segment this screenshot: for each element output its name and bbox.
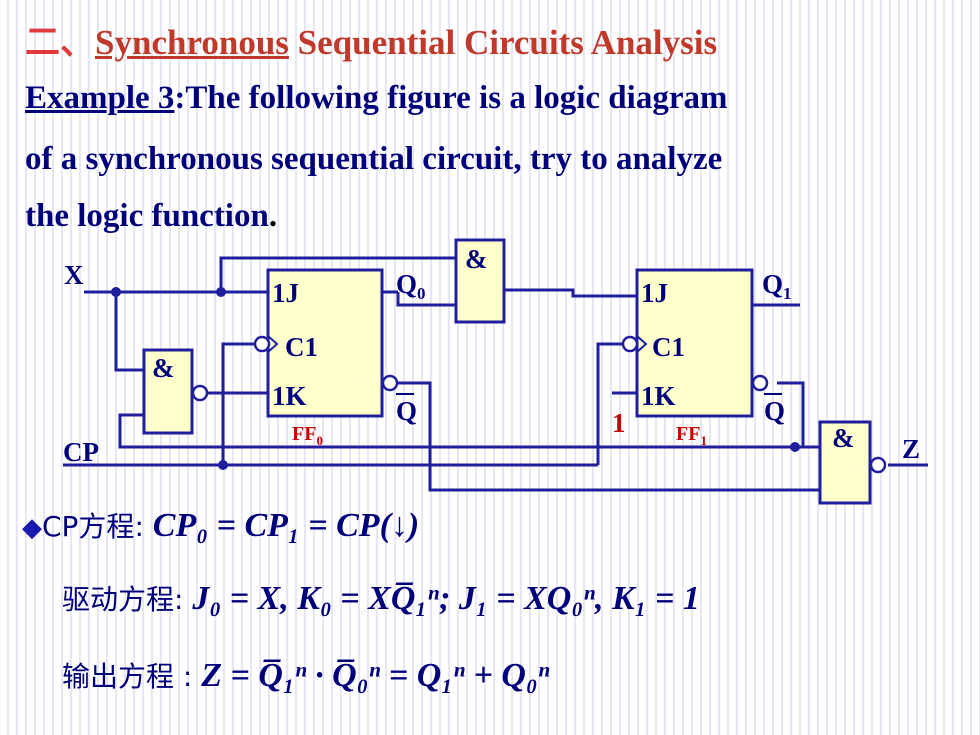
diamond-bullet-icon: ◆ [22, 513, 42, 543]
bubble-clk1 [621, 335, 639, 353]
ff1-c-label: C1 [652, 332, 685, 362]
ff1-k-label: 1K [641, 381, 676, 411]
input-cp-label: CP [63, 437, 99, 467]
k1-const-label: 1 [612, 408, 626, 438]
wire-x-to-nand1 [114, 292, 144, 372]
wire-q0-to-and2 [396, 292, 456, 307]
and2-label: & [465, 244, 488, 274]
ff0-qbar-label: Q [396, 396, 417, 426]
clock-triangle-ff1 [636, 335, 648, 353]
junction-dot [218, 460, 228, 470]
bubble-clk0 [253, 335, 271, 353]
output-z-label: Z [902, 434, 920, 464]
intro-line-3: the logic function. [25, 198, 277, 235]
intro-line-1-text: :The following figure is a logic diagram [174, 80, 728, 116]
wire-cp-to-c0 [221, 342, 258, 465]
ff0-name-label: FF0 [292, 423, 323, 448]
cp-equation-line: ◆CP方程: CP₀ = CP₁ = CP(↓) [22, 507, 420, 544]
bubble-nand1 [191, 384, 209, 402]
wire-x-to-and2 [219, 256, 456, 292]
wire-q1bar-to-nand1 [118, 381, 805, 449]
and-gate-2 [454, 238, 506, 324]
nand1-label: & [152, 353, 175, 383]
cp-equation: CP₀ = CP₁ = CP(↓) [152, 507, 420, 544]
junction-dot [216, 287, 226, 297]
input-x-label: X [64, 260, 84, 290]
drive-equation: J₀ = X, K₀ = XQ̅₁ⁿ; J₁ = XQ₀ⁿ, K₁ = 1 [192, 580, 700, 617]
inversion-bubbles [191, 335, 887, 474]
intro-line-1: Example 3:The following figure is a logi… [25, 80, 727, 117]
cp-equation-label: CP方程 [42, 510, 135, 543]
intro-line-2: of a synchronous sequential circuit, try… [25, 141, 723, 177]
ff1-j-label: 1J [641, 278, 668, 308]
intro-line-3-period: . [268, 198, 278, 234]
output-equation-label: 输出方程 [62, 660, 175, 693]
ff0-j-label: 1J [272, 278, 299, 308]
flipflop-ff0 [266, 268, 384, 418]
drive-equation-label: 驱动方程 [62, 583, 175, 616]
ff1-qbar-label: Q [764, 396, 785, 426]
ff0-c-label: C1 [285, 332, 318, 362]
title-rest: Sequential Circuits Analysis [288, 23, 718, 62]
junction-dots [111, 287, 800, 470]
ff1-name-label: FF1 [676, 423, 707, 448]
title-prefix: 二、 [25, 23, 96, 62]
ff0-k-label: 1K [272, 381, 307, 411]
junction-dot [111, 287, 121, 297]
bubble-and3 [869, 456, 887, 474]
output-equation: Z = Q̅₁ⁿ · Q̅₀ⁿ = Q₁ⁿ + Q₀ⁿ [201, 657, 550, 694]
intro-line-3-text: the logic function [25, 198, 269, 234]
and3-label: & [832, 423, 855, 453]
title-underlined-word: Synchronous [95, 23, 289, 62]
wire-and2-to-j1 [504, 288, 637, 298]
drive-equation-line: 驱动方程: J₀ = X, K₀ = XQ̅₁ⁿ; J₁ = XQ₀ⁿ, K₁ … [62, 580, 700, 617]
bubble-q1bar [751, 374, 769, 392]
ff0-q-label: Q0 [396, 269, 426, 303]
bubble-q0bar [381, 374, 399, 392]
example-label: Example 3 [25, 80, 175, 116]
nand-gate-3 [818, 420, 872, 505]
flipflop-ff1 [635, 268, 754, 418]
slide-title: 二、Synchronous Sequential Circuits Analys… [25, 14, 717, 65]
wire-q0bar-to-and3 [398, 381, 820, 492]
junction-dot [790, 442, 800, 452]
ff1-q-label: Q1 [762, 269, 792, 303]
wire-cp-to-c1 [596, 342, 624, 465]
clock-triangle-ff0 [267, 335, 279, 353]
output-equation-line: 输出方程 : Z = Q̅₁ⁿ · Q̅₀ⁿ = Q₁ⁿ + Q₀ⁿ [62, 657, 550, 694]
